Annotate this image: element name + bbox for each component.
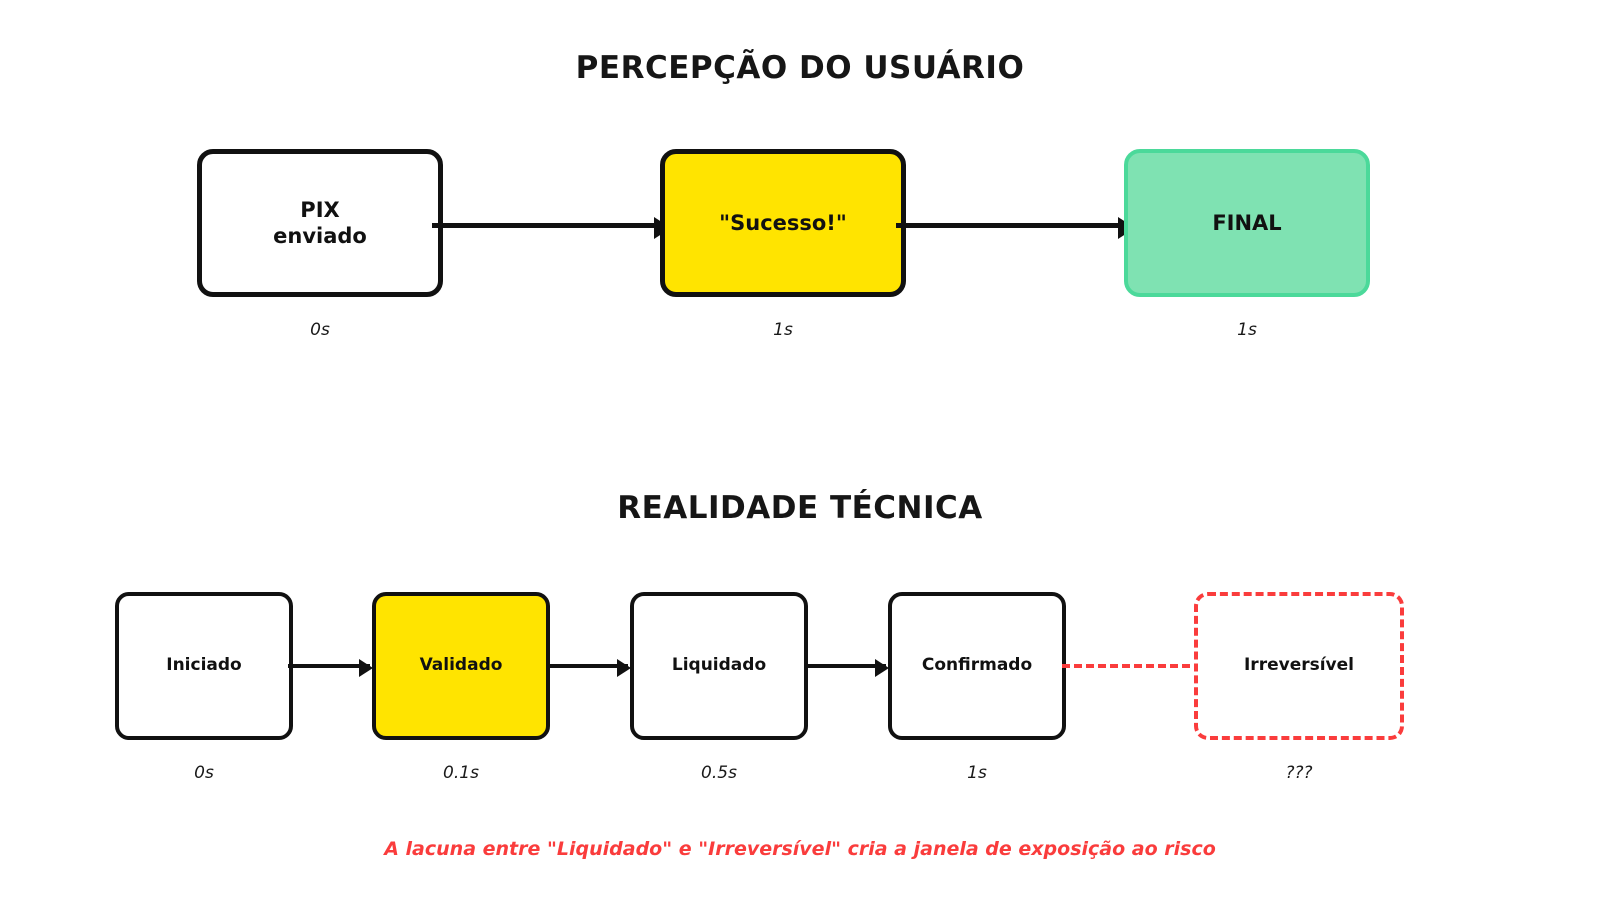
- node-iniciado[interactable]: Iniciado: [115, 592, 293, 740]
- arrow-pix-enviado-to-sucesso: [432, 217, 671, 239]
- node-final[interactable]: FINAL: [1124, 149, 1370, 297]
- node-final-label: FINAL: [1212, 210, 1282, 235]
- node-irreversivel[interactable]: Irreversível: [1194, 592, 1404, 740]
- node-liquidado[interactable]: Liquidado: [630, 592, 808, 740]
- node-pix-enviado[interactable]: PIX enviado: [197, 149, 443, 297]
- arrow-confirmado-to-irreversivel-risk-gap: [1062, 659, 1220, 677]
- node-irreversivel-label: Irreversível: [1243, 655, 1354, 676]
- node-validado[interactable]: Validado: [372, 592, 550, 740]
- time-label-validado: 0.1s: [443, 763, 479, 783]
- node-sucesso-label: "Sucesso!": [719, 210, 847, 235]
- time-label-pix-enviado: 0s: [310, 320, 330, 340]
- time-label-iniciado: 0s: [194, 763, 214, 783]
- risk-window-caption: A lacuna entre "Liquidado" e "Irreversív…: [384, 838, 1216, 860]
- node-confirmado[interactable]: Confirmado: [888, 592, 1066, 740]
- node-validado-label: Validado: [419, 655, 503, 676]
- time-label-irreversivel: ???: [1285, 763, 1313, 783]
- arrow-validado-to-liquidado: [546, 659, 631, 677]
- section-title-reality: REALIDADE TÉCNICA: [617, 490, 983, 526]
- node-liquidado-label: Liquidado: [671, 655, 767, 676]
- arrow-liquidado-to-confirmado: [804, 659, 889, 677]
- node-confirmado-label: Confirmado: [921, 655, 1033, 676]
- node-sucesso[interactable]: "Sucesso!": [660, 149, 906, 297]
- time-label-final: 1s: [1237, 320, 1257, 340]
- arrow-iniciado-to-validado: [288, 659, 373, 677]
- time-label-confirmado: 1s: [967, 763, 987, 783]
- section-title-perception: PERCEPÇÃO DO USUÁRIO: [575, 50, 1025, 86]
- time-label-sucesso: 1s: [773, 320, 793, 340]
- node-pix-enviado-line1: PIX: [300, 197, 340, 222]
- time-label-liquidado: 0.5s: [701, 763, 737, 783]
- node-iniciado-label: Iniciado: [166, 655, 242, 676]
- node-pix-enviado-line2: enviado: [273, 224, 367, 248]
- arrow-sucesso-to-final: [896, 217, 1135, 239]
